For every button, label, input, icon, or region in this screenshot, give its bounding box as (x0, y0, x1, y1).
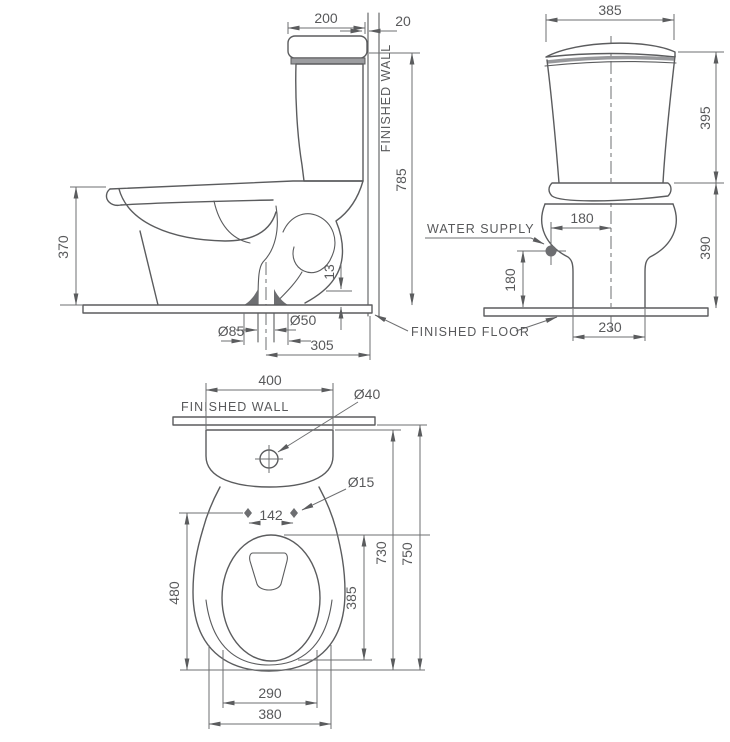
dim-outlet-offset: 13 (321, 264, 337, 280)
front-bowl (541, 182, 677, 309)
dim-lid-width: 200 (314, 10, 338, 26)
dim-depth-from-tank: 730 (373, 541, 389, 565)
front-floor (483, 307, 709, 317)
water-supply-point (538, 237, 566, 265)
cistern-lid-band (290, 57, 366, 65)
plan-bowl (192, 486, 346, 672)
dim-flush-hole: Ø40 (354, 386, 381, 402)
water-supply-label: WATER SUPPLY (427, 222, 535, 236)
seat-bolt-hole-right (290, 508, 298, 518)
water-supply-dot (545, 245, 557, 257)
front-view: 385 395 390 180 180 230 WATER SUPPLY (425, 2, 724, 341)
dim-seat-height: 370 (55, 235, 71, 259)
side-wall (367, 12, 380, 317)
dim-bowl-length: 480 (166, 581, 182, 605)
plan-view: FINISHED WALL 400 Ø40 (166, 372, 430, 729)
plan-cistern (205, 429, 334, 488)
dim-bowl-height: 390 (697, 236, 713, 260)
dim-foot-inner: 290 (258, 685, 282, 701)
dim-supply-height: 180 (502, 268, 518, 292)
dim-hole-spacing: 142 (259, 507, 283, 523)
finished-wall-label-plan: FINISHED WALL (181, 400, 289, 414)
finished-floor-callout: FINISHED FLOOR (374, 314, 558, 339)
dim-tank-width: 385 (598, 2, 622, 18)
plan-wall (172, 416, 376, 426)
dim-outlet-inner: Ø50 (290, 312, 317, 328)
seat-bolt-hole-left (244, 508, 252, 518)
finished-wall-label-side: FINISHED WALL (379, 44, 393, 152)
side-dimensions: 200 20 785 370 13 Ø50 Ø8 (55, 10, 420, 360)
dim-depth-total: 750 (399, 542, 415, 566)
dim-overall-height: 785 (393, 168, 409, 192)
front-cistern (544, 42, 677, 184)
flush-spout (249, 552, 288, 591)
dim-foot-outer: 380 (258, 706, 282, 722)
dim-outlet-outer: Ø85 (218, 323, 245, 339)
dim-seat-hole: Ø15 (348, 474, 375, 490)
dim-plan-tank-width: 400 (258, 372, 282, 388)
dim-outlet-to-wall: 305 (310, 337, 334, 353)
water-supply-callout: WATER SUPPLY (425, 222, 545, 245)
seat-opening (221, 534, 321, 662)
side-view: 200 20 785 370 13 Ø50 Ø8 (55, 10, 558, 360)
dim-supply-offset: 180 (570, 210, 594, 226)
plan-dimensions: 400 Ø40 Ø15 142 480 385 730 (166, 372, 430, 729)
front-dimensions: 385 395 390 180 180 230 (502, 2, 724, 341)
dim-opening-length: 385 (343, 586, 359, 610)
dim-base-width: 230 (598, 319, 622, 335)
dim-wall-gap: 20 (395, 13, 411, 29)
dim-tank-height: 395 (697, 106, 713, 130)
finished-floor-label: FINISHED FLOOR (411, 325, 530, 339)
side-cistern (287, 35, 368, 182)
side-floor (82, 304, 373, 314)
side-bowl-profile (105, 180, 364, 306)
